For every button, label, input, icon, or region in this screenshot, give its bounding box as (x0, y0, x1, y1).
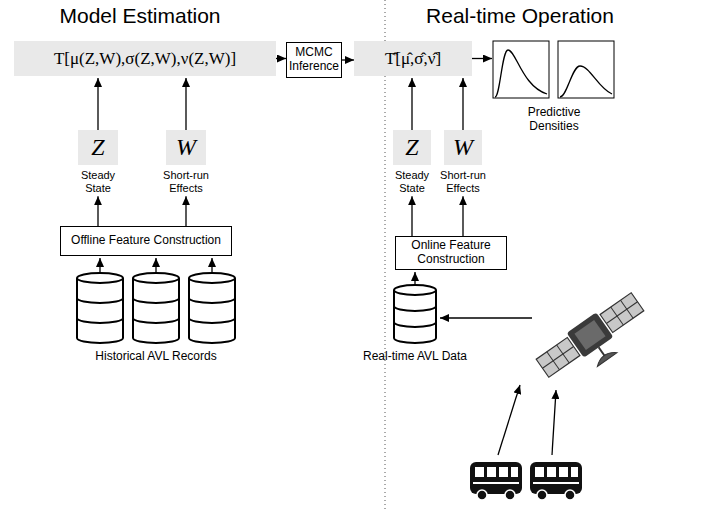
flow-arrow (185, 196, 186, 226)
flow-arrow (99, 258, 100, 272)
database-icon: Historical AVL Records (76, 272, 236, 344)
feature-symbol: W (176, 134, 196, 161)
database-cylinders (76, 272, 236, 344)
feature-caption: Steady State (69, 169, 127, 194)
parameter-formula: Ƭ[μ(Z,W),σ(Z,W),ν(Z,W)] (54, 49, 236, 69)
satellite-icon (534, 289, 655, 392)
flow-arrow (472, 58, 492, 59)
parameter-box: Ƭ[μ(Z,W),σ(Z,W),ν(Z,W)] (14, 41, 276, 76)
feature-box: WShort-run Effects (166, 130, 206, 165)
feature-box: ZSteady State (78, 130, 118, 165)
feature-symbol: Z (91, 134, 104, 161)
database-caption: Historical AVL Records (95, 350, 216, 364)
flow-arrow (411, 78, 412, 130)
flow-arrow (342, 59, 354, 60)
process-box: Offline Feature Construction (60, 226, 232, 256)
flow-arrow (414, 272, 415, 284)
signal-arrow (498, 385, 520, 455)
parameter-box: Ƭ̂[μ̂,σ̂,ν̂] (354, 41, 472, 76)
bus-icon (530, 462, 582, 500)
flow-arrow (411, 196, 412, 236)
flow-arrow (276, 58, 286, 59)
feature-symbol: W (453, 134, 473, 161)
process-box: Online Feature Construction (395, 236, 507, 270)
flow-arrow (462, 196, 463, 236)
process-box: MCMC Inference (286, 42, 342, 78)
database-cylinders (392, 284, 438, 344)
section-title: Real-time Operation (400, 4, 640, 28)
density-curves (492, 40, 616, 100)
process-label: Online Feature Construction (399, 239, 503, 267)
flow-arrow (462, 78, 463, 130)
plot-caption: Predictive Densities (518, 106, 590, 134)
flow-arrow (97, 78, 98, 130)
flow-arrow (97, 196, 98, 226)
feature-caption: Steady State (383, 169, 441, 194)
signal-arrow (440, 317, 532, 318)
flow-arrow (211, 258, 212, 272)
bus-icon (470, 462, 522, 500)
section-title: Model Estimation (20, 4, 260, 28)
process-label: Offline Feature Construction (71, 234, 221, 248)
feature-symbol: Z (405, 134, 418, 161)
database-caption: Real-time AVL Data (363, 350, 467, 364)
density-plots: Predictive Densities (492, 40, 616, 100)
signal-arrow (552, 390, 556, 455)
feature-caption: Short-run Effects (434, 169, 492, 194)
database-icon: Real-time AVL Data (392, 284, 438, 344)
parameter-formula: Ƭ̂[μ̂,σ̂,ν̂] (385, 49, 441, 69)
feature-caption: Short-run Effects (157, 169, 215, 194)
divider-line (385, 0, 386, 509)
process-label: MCMC Inference (289, 46, 339, 74)
feature-box: ZSteady State (393, 130, 431, 165)
flow-arrow (185, 78, 186, 130)
flow-arrow (155, 258, 156, 272)
feature-box: WShort-run Effects (444, 130, 482, 165)
